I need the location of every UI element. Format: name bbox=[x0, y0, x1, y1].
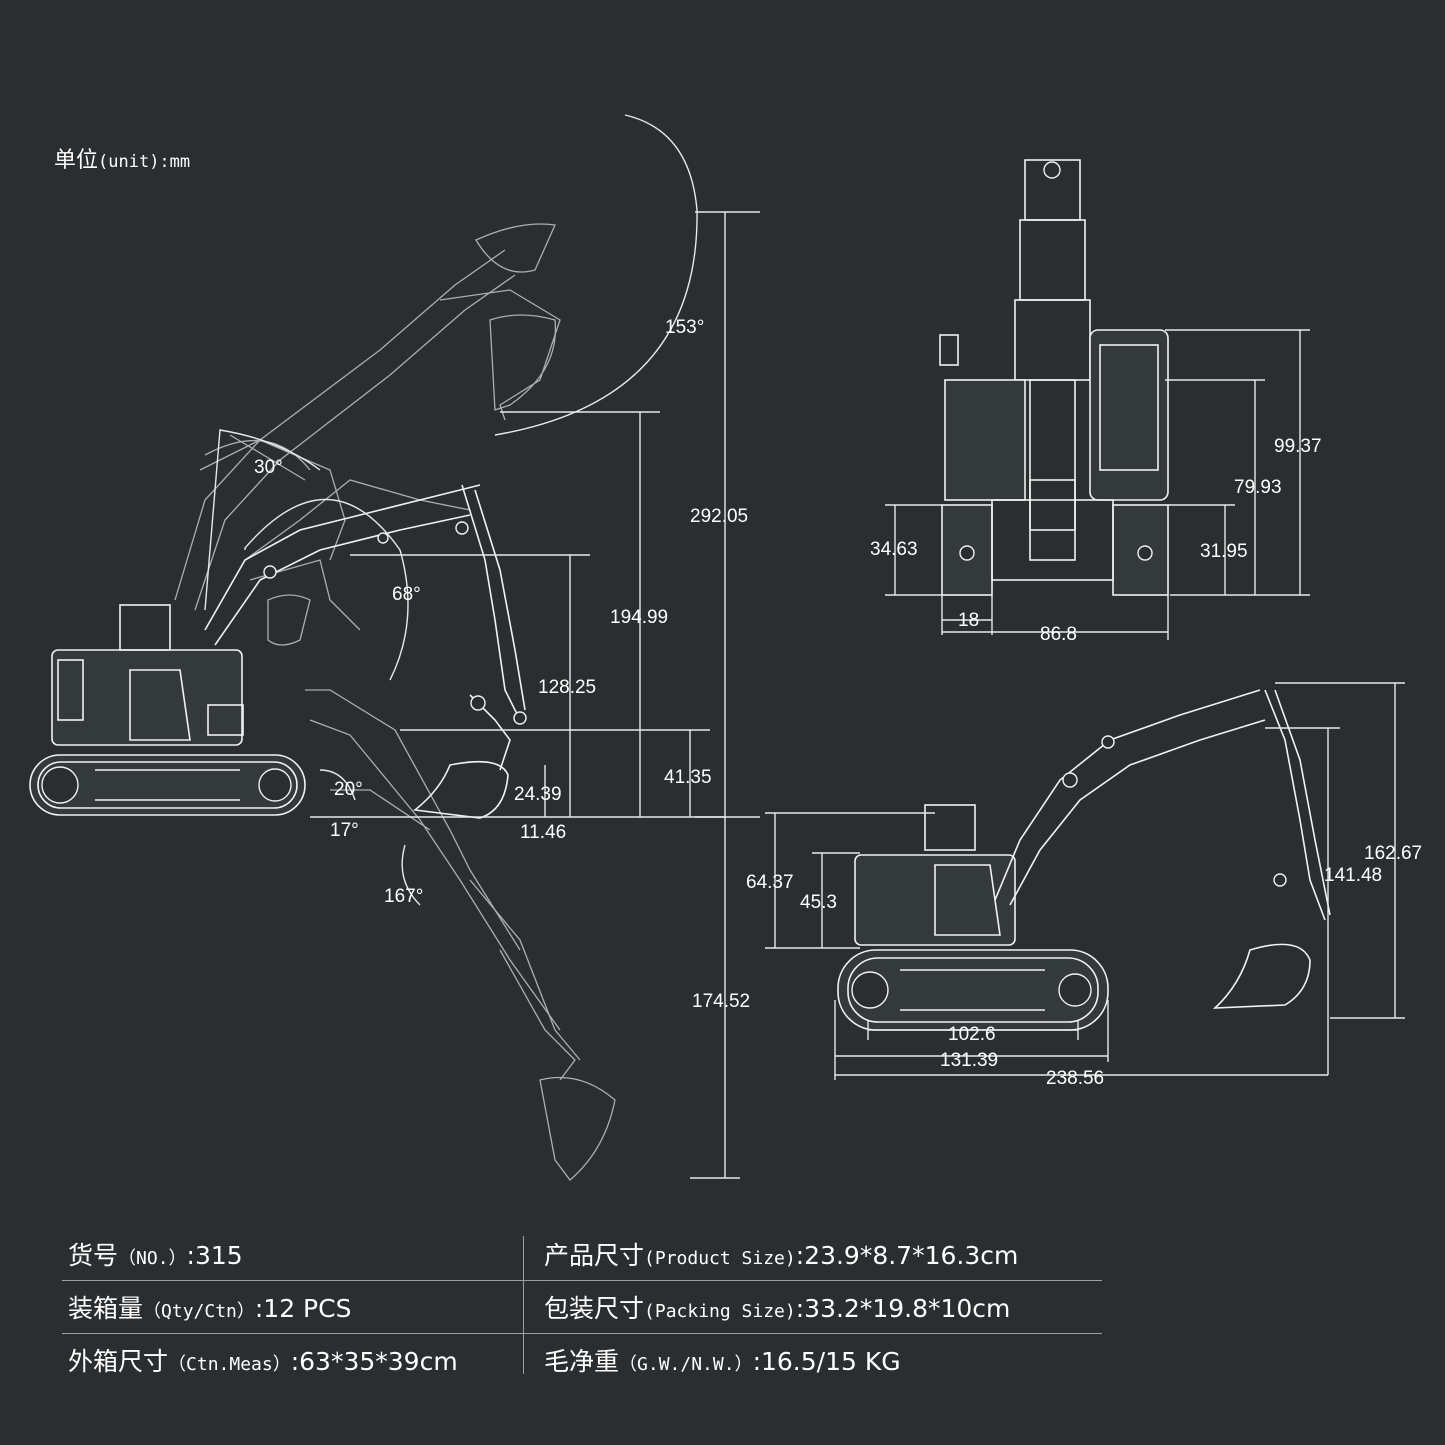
dim-18: 18 bbox=[958, 610, 979, 631]
dim-24: 24.39 bbox=[514, 784, 562, 805]
spec-label-en: (Product Size) bbox=[644, 1248, 796, 1269]
dim-238: 238.56 bbox=[1046, 1068, 1104, 1089]
dim-174: 174.52 bbox=[692, 991, 750, 1012]
pin bbox=[263, 565, 277, 579]
table-column-divider bbox=[523, 1236, 524, 1374]
dim-102: 102.6 bbox=[948, 1024, 996, 1045]
front-view-dimension-lines bbox=[885, 329, 1310, 640]
dim-45: 45.3 bbox=[800, 892, 837, 913]
unit-en: (unit):mm bbox=[98, 152, 191, 172]
dim-41: 41.35 bbox=[664, 767, 712, 788]
dim-31: 31.95 bbox=[1200, 541, 1248, 562]
spec-qty-per-carton: 装箱量（Qty/Ctn）:12 PCS bbox=[68, 1289, 351, 1325]
side-view-dimension-lines bbox=[204, 114, 760, 1179]
spec-row: 外箱尺寸（Ctn.Meas）:63*35*39cm 毛净重（G.W./N.W.）… bbox=[62, 1334, 1102, 1386]
pin bbox=[513, 711, 527, 725]
spec-value: :12 PCS bbox=[254, 1294, 352, 1323]
spec-value: :16.5/15 KG bbox=[752, 1347, 901, 1376]
spec-row: 货号（NO.）:315 产品尺寸(Product Size):23.9*8.7*… bbox=[62, 1228, 1102, 1281]
spec-label-en: （Ctn.Meas） bbox=[168, 1354, 291, 1375]
front-view-labels: 99.37 79.93 34.63 31.95 18 86.8 bbox=[870, 436, 1322, 645]
spec-label-zh: 包装尺寸 bbox=[544, 1294, 645, 1323]
spec-weight: 毛净重（G.W./N.W.）:16.5/15 KG bbox=[544, 1342, 901, 1378]
right-view-excavator bbox=[837, 689, 1331, 1031]
angle-30: 30° bbox=[254, 457, 283, 478]
dim-194: 194.99 bbox=[610, 607, 668, 628]
spec-label-zh: 装箱量 bbox=[68, 1294, 144, 1323]
dim-292: 292.05 bbox=[690, 506, 748, 527]
dim-86: 86.8 bbox=[1040, 624, 1077, 645]
spec-row: 装箱量（Qty/Ctn）:12 PCS 包装尺寸(Packing Size):3… bbox=[62, 1281, 1102, 1334]
spec-label-en: (Packing Size) bbox=[644, 1301, 796, 1322]
spec-carton-measure: 外箱尺寸（Ctn.Meas）:63*35*39cm bbox=[68, 1342, 458, 1378]
ghost-raised-arm bbox=[174, 223, 616, 1181]
right-view-dimension-lines bbox=[765, 682, 1405, 1080]
spec-value: :63*35*39cm bbox=[290, 1347, 458, 1376]
right-view-labels: 162.67 141.48 64.37 45.3 102.6 131.39 23… bbox=[746, 843, 1422, 1089]
dim-128: 128.25 bbox=[538, 677, 596, 698]
angle-153: 153° bbox=[665, 317, 704, 338]
angle-68: 68° bbox=[392, 584, 421, 605]
pin bbox=[455, 521, 469, 535]
side-cab bbox=[51, 604, 244, 746]
front-view-excavator bbox=[939, 159, 1169, 596]
spec-value: :33.2*19.8*10cm bbox=[795, 1294, 1011, 1323]
unit-label: 单位(unit):mm bbox=[54, 142, 190, 174]
angle-17: 17° bbox=[330, 820, 359, 841]
spec-label-en: （NO.） bbox=[118, 1248, 187, 1269]
dim-141: 141.48 bbox=[1324, 865, 1382, 886]
spec-label-en: （Qty/Ctn） bbox=[143, 1301, 255, 1322]
spec-label-zh: 产品尺寸 bbox=[544, 1241, 645, 1270]
spec-value: :315 bbox=[186, 1241, 243, 1270]
dim-11: 11.46 bbox=[520, 822, 566, 843]
dim-162: 162.67 bbox=[1364, 843, 1422, 864]
angle-20: 20° bbox=[334, 779, 363, 800]
dim-64: 64.37 bbox=[746, 872, 794, 893]
pin bbox=[377, 532, 389, 544]
side-track bbox=[29, 754, 306, 816]
dim-34: 34.63 bbox=[870, 539, 918, 560]
spec-label-en: （G.W./N.W.） bbox=[619, 1354, 753, 1375]
dim-99: 99.37 bbox=[1274, 436, 1322, 457]
spec-table: 货号（NO.）:315 产品尺寸(Product Size):23.9*8.7*… bbox=[62, 1228, 1102, 1386]
spec-value: :23.9*8.7*16.3cm bbox=[795, 1241, 1019, 1270]
dim-131: 131.39 bbox=[940, 1050, 998, 1071]
spec-label-zh: 货号 bbox=[68, 1241, 119, 1270]
spec-label-zh: 毛净重 bbox=[544, 1347, 620, 1376]
side-view-excavator bbox=[29, 223, 616, 1181]
spec-label-zh: 外箱尺寸 bbox=[68, 1347, 169, 1376]
unit-zh: 单位 bbox=[54, 148, 99, 173]
spec-product-size: 产品尺寸(Product Size):23.9*8.7*16.3cm bbox=[544, 1236, 1018, 1272]
side-view-labels: 292.05 194.99 128.25 41.35 24.39 11.46 1… bbox=[254, 317, 750, 1012]
spec-packing-size: 包装尺寸(Packing Size):33.2*19.8*10cm bbox=[544, 1289, 1010, 1325]
spec-item-number: 货号（NO.）:315 bbox=[68, 1236, 243, 1272]
pin bbox=[470, 695, 486, 711]
dim-79: 79.93 bbox=[1234, 477, 1282, 498]
angle-167: 167° bbox=[384, 886, 423, 907]
